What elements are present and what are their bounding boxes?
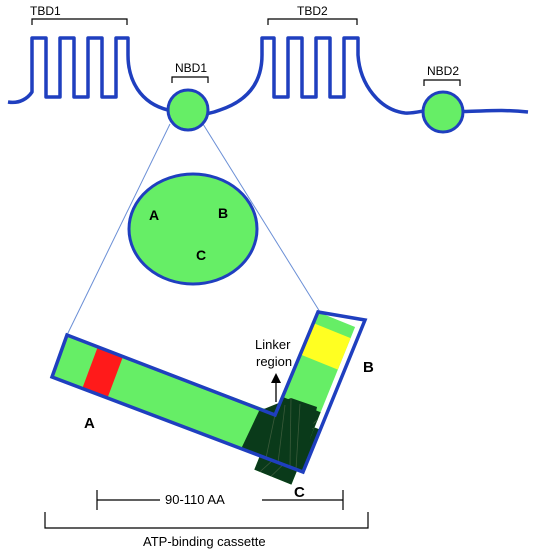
motif-c-label: C bbox=[196, 247, 206, 263]
nbd-enlarged bbox=[127, 172, 259, 286]
walker-a-motif bbox=[82, 346, 124, 399]
nbd1-label: NBD1 bbox=[175, 61, 207, 75]
tbd1-bracket bbox=[31, 18, 128, 25]
bar-b-label: B bbox=[363, 359, 374, 376]
tbd2-label: TBD2 bbox=[297, 4, 328, 18]
bar-c-label: C bbox=[294, 484, 305, 501]
linker-label-line2: region bbox=[256, 354, 292, 369]
zoom-line-right bbox=[202, 123, 321, 313]
nbd1-bracket bbox=[171, 76, 209, 83]
linker-arrowhead bbox=[271, 373, 281, 383]
nbd2-domain bbox=[421, 90, 465, 134]
motif-b-label: B bbox=[218, 205, 228, 221]
linker-label-line1: Linker bbox=[255, 337, 291, 352]
tbd2-bracket bbox=[267, 18, 358, 25]
motif-a-label: A bbox=[149, 207, 159, 223]
span-inner-label: 90-110 AA bbox=[165, 492, 225, 507]
zoom-line-left bbox=[66, 123, 171, 336]
span-outer-label: ATP-binding cassette bbox=[143, 534, 266, 549]
corner-junction bbox=[241, 398, 317, 472]
cassette-outline bbox=[49, 310, 368, 475]
protein-backbone bbox=[7, 36, 529, 117]
bar-a-label: A bbox=[84, 415, 95, 432]
nbd2-bracket bbox=[423, 79, 461, 86]
nbd2-label: NBD2 bbox=[427, 64, 459, 78]
tbd1-label: TBD1 bbox=[30, 4, 61, 18]
walker-b-motif bbox=[300, 323, 351, 370]
span-outer-bracket bbox=[44, 512, 369, 529]
nbd1-domain bbox=[166, 88, 210, 132]
